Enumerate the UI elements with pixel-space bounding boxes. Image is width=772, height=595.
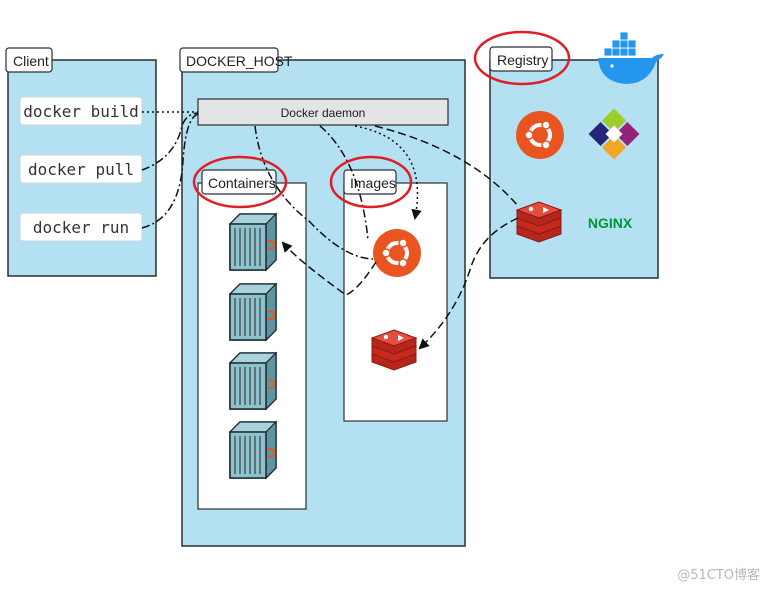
connection-lines <box>141 111 519 350</box>
pull-ubuntu-arrow <box>354 125 422 221</box>
docker-host-title: DOCKER_HOST <box>186 53 293 69</box>
command-docker-run[interactable]: docker run <box>19 212 143 242</box>
watermark: @51CTO博客 <box>677 568 760 583</box>
registry-highlight-circle <box>473 30 571 86</box>
command-label: docker pull <box>28 160 134 179</box>
registry-to-redis-arrow <box>418 217 519 350</box>
images-panel: Images <box>343 169 448 422</box>
docker-daemon-bar[interactable]: Docker daemon <box>197 98 449 126</box>
containers-highlight-circle <box>192 155 288 209</box>
daemon-to-ubuntu <box>319 125 369 241</box>
run-connector <box>141 113 199 229</box>
container-icon[interactable] <box>229 283 277 341</box>
container-icon[interactable] <box>229 352 277 410</box>
images-title: Images <box>350 175 396 191</box>
client-panel: Client docker build docker pull docker r… <box>5 47 157 277</box>
ubuntu-icon[interactable] <box>371 227 423 279</box>
command-docker-pull[interactable]: docker pull <box>19 154 143 184</box>
highlight-annotations <box>192 30 571 209</box>
daemon-to-registry <box>374 125 519 207</box>
registry-title: Registry <box>497 52 548 68</box>
client-title-tab <box>5 47 53 73</box>
ubuntu-icon[interactable] <box>514 109 566 161</box>
pull-connector <box>141 112 199 171</box>
docker-host-title-tab <box>179 47 279 73</box>
nginx-logo[interactable]: NGINX <box>588 215 633 231</box>
docker-host-panel: DOCKER_HOST Docker daemon Containers Ima… <box>179 47 466 547</box>
redis-icon[interactable] <box>516 201 562 243</box>
command-label: docker run <box>33 218 129 237</box>
containers-panel: Containers <box>197 169 307 510</box>
redis-icon[interactable] <box>371 329 417 371</box>
registry-title-tab <box>489 46 553 72</box>
container-icon[interactable] <box>229 421 277 479</box>
command-docker-build[interactable]: docker build <box>19 96 143 126</box>
image-to-container-arrow <box>281 241 377 296</box>
docker-daemon-label: Docker daemon <box>281 106 366 120</box>
images-highlight-circle <box>329 155 413 209</box>
client-title: Client <box>13 53 49 69</box>
command-label: docker build <box>23 102 139 121</box>
daemon-to-images <box>254 125 374 260</box>
docker-whale-icon <box>598 31 664 84</box>
container-icon[interactable] <box>229 213 277 271</box>
containers-title: Containers <box>208 175 276 191</box>
registry-panel: Registry NGINX <box>489 31 664 279</box>
images-title-tab <box>343 169 397 195</box>
containers-title-tab <box>201 169 277 195</box>
